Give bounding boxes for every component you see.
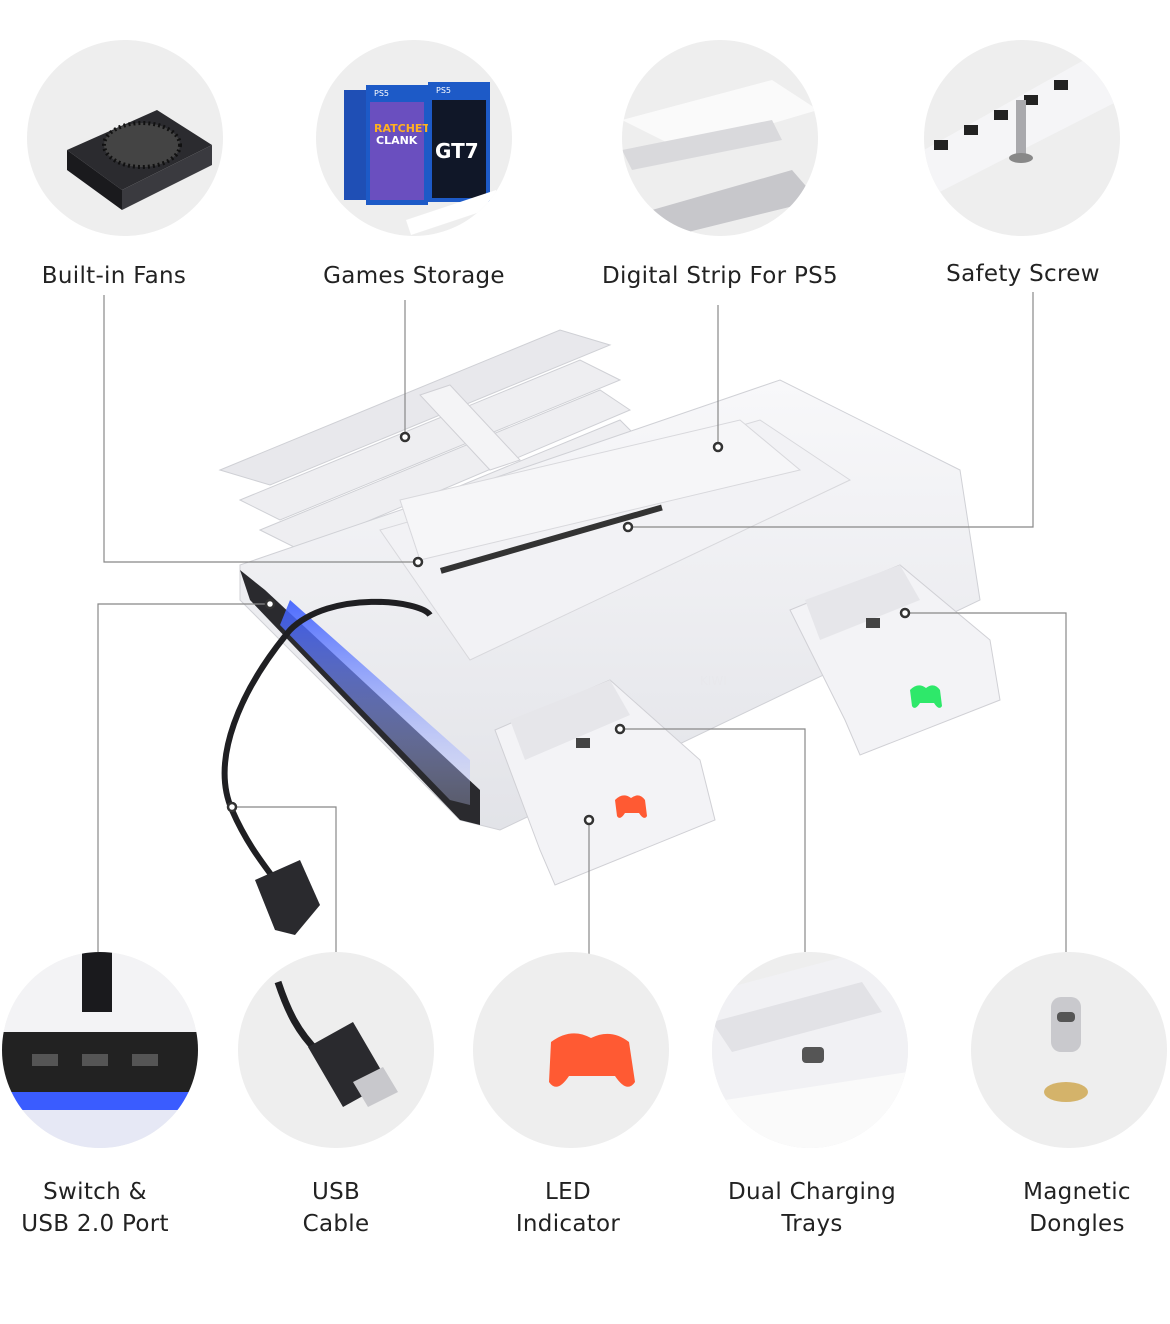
leader-lines: [97, 292, 1067, 960]
label-usb-cable-line2: Cable: [302, 1211, 370, 1237]
usb-cable-icon: [238, 952, 434, 1148]
label-digital-strip: Digital Strip For PS5: [602, 263, 838, 289]
label-safety-screw: Safety Screw: [946, 261, 1100, 287]
usb-cable: [221, 598, 433, 882]
fan-icon: [27, 40, 223, 236]
callout-dots: [226, 431, 911, 826]
label-dual-trays-line1: Dual Charging: [728, 1179, 896, 1205]
label-games-storage: Games Storage: [323, 263, 505, 289]
svg-text:RATCHET: RATCHET: [374, 122, 430, 135]
label-usb-cable-line1: USB: [311, 1179, 361, 1205]
usb-plug: [255, 860, 320, 935]
digital-strip-icon: [622, 40, 818, 236]
charging-tray-left: [494, 679, 716, 886]
label-switch-usb-line2: USB 2.0 Port: [21, 1211, 169, 1237]
label-built-in-fans: Built-in Fans: [41, 263, 187, 289]
svg-text:PS5: PS5: [436, 86, 451, 95]
label-led-line1: LED: [545, 1179, 591, 1205]
charging-tray-icon: [712, 952, 908, 1148]
label-magnetic-line2: Dongles: [1029, 1211, 1125, 1237]
usb-port-icon: [2, 952, 198, 1148]
label-led-line2: Indicator: [515, 1211, 621, 1237]
brand-logo: KIWI: [700, 674, 727, 688]
label-dual-trays-line2: Trays: [781, 1211, 843, 1237]
led-indicator-icon: [473, 952, 669, 1148]
game-box-gt7-title: GT7: [435, 139, 479, 163]
svg-text:PS5: PS5: [374, 89, 389, 98]
screw-icon: [924, 40, 1120, 236]
label-magnetic-line1: Magnetic: [1023, 1179, 1131, 1205]
console-base: [239, 379, 981, 831]
dongle-icon: [971, 952, 1167, 1148]
svg-text:CLANK: CLANK: [376, 134, 418, 147]
label-switch-usb-line1: Switch &: [43, 1179, 147, 1205]
